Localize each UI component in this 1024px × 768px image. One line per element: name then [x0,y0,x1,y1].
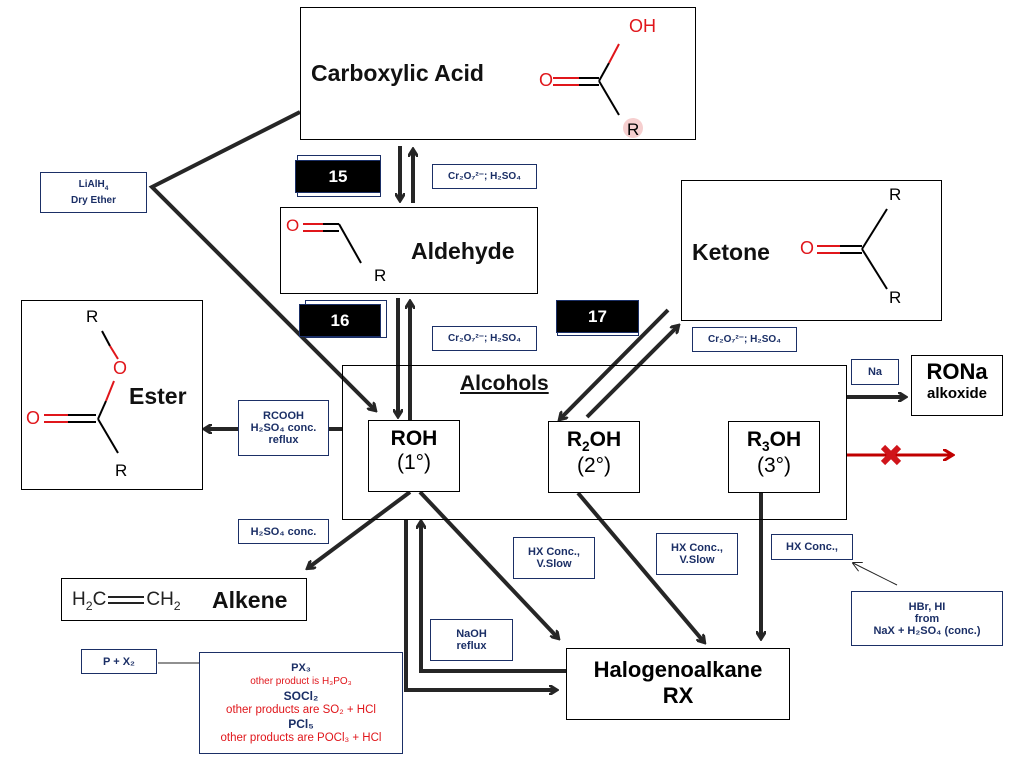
hx-slow-2-line1: HX Conc., [671,542,723,554]
cross-icon [880,444,902,466]
lialh4-line2: Dry Ether [70,194,116,206]
halogenoalkane-label: Halogenoalkane [593,657,763,682]
hx-slow-2-line2: V.Slow [679,554,715,566]
acid-r: R [627,120,640,139]
condition-oxidation-3: Cr₂O₇²⁻; H₂SO₄ [692,327,797,352]
ester-r1: R [86,307,99,326]
alkoxide-box: RONa alkoxide [911,355,1003,416]
ketone-box: Ketone O R R [681,180,942,321]
alcohols-label: Alcohols [460,372,549,395]
ester-structure [44,330,119,454]
condition-lialh4: LiAlH4 Dry Ether [40,172,147,213]
condition-oxidation-2: Cr₂O₇²⁻; H₂SO₄ [432,326,537,351]
reagent-px3-note: other product is H₃PO₃ [250,676,352,687]
hbr-hi-line1: HBr, HI [908,600,946,613]
ester-o2: O [26,408,41,428]
aldehyde-box: O R Aldehyde [280,207,538,294]
alkoxide-label: alkoxide [926,385,988,402]
naoh-line1: NaOH [456,628,487,640]
badge-16: 16 [299,304,381,337]
alcohols-box: Alcohols [342,365,847,520]
dehydration-text: H₂SO₄ conc. [250,525,317,538]
esterification-line1: RCOOH [263,410,304,422]
acid-oh: OH [629,16,656,36]
acid-o: O [539,70,554,90]
condition-hx-slow-1: HX Conc., V.Slow [513,537,595,579]
condition-oxidation-1: Cr₂O₇²⁻; H₂SO₄ [432,164,537,189]
aldehyde-o: O [286,216,300,235]
condition-hx-conc: HX Conc., [771,534,853,560]
na-text: Na [867,366,883,378]
tertiary-alcohol-formula: R3OH [746,428,802,455]
ketone-r2: R [889,288,902,307]
lialh4-line1: LiAlH4 [78,178,109,192]
carboxylic-acid-box: Carboxylic Acid OH O R [300,7,696,140]
ester-box: R O O R Ester [21,300,203,490]
alkoxide-formula: RONa [926,359,988,384]
hbr-hi-line3: NaX + H₂SO₄ (conc.) [873,624,981,637]
aldehyde-label: Aldehyde [411,238,515,264]
tertiary-alcohol-degree: (3°) [756,454,792,478]
ketone-label: Ketone [692,239,770,265]
condition-oxidation-3-text: Cr₂O₇²⁻; H₂SO₄ [708,333,781,345]
p-x2-text: P + X₂ [103,655,135,668]
halogenoalkane-box: Halogenoalkane RX [566,648,790,720]
tertiary-alcohol-box: R3OH (3°) [728,421,820,493]
primary-alcohol-degree: (1°) [396,451,432,474]
hx-slow-1-line1: HX Conc., [528,546,580,558]
primary-alcohol-formula: ROH [390,427,438,450]
esterification-line2: H₂SO₄ conc. [250,422,317,434]
condition-naoh: NaOH reflux [430,619,513,661]
carboxylic-acid-structure [553,43,643,138]
ketone-structure [817,208,888,290]
badge-17: 17 [556,300,639,333]
hx-slow-1-line2: V.Slow [536,558,572,570]
ketone-r1: R [889,185,902,204]
aldehyde-r: R [374,266,387,285]
ester-label: Ester [129,383,187,409]
hx-conc-text: HX Conc., [786,541,838,553]
condition-hbr-hi: HBr, HI from NaX + H₂SO₄ (conc.) [851,591,1003,646]
ester-o1: O [113,358,128,378]
reagent-socl2: SOCl₂ [283,689,319,703]
reagent-pcl5: PCl₅ [288,717,314,731]
ester-r2: R [115,461,128,480]
condition-p-x2: P + X₂ [81,649,157,674]
condition-oxidation-2-text: Cr₂O₇²⁻; H₂SO₄ [448,332,521,344]
secondary-alcohol-degree: (2°) [576,454,612,478]
halogenoalkane-formula: RX [662,683,694,708]
reagent-socl2-note: other products are SO₂ + HCl [226,704,376,716]
reagent-pcl5-note: other products are POCl₃ + HCl [220,732,382,744]
reagents-list: PX₃ other product is H₃PO₃ SOCl₂ other p… [199,652,403,754]
esterification-line3: reflux [268,434,299,446]
arrow-hbr-to-hxconc [853,563,898,586]
alkene-label: Alkene [212,587,288,613]
badge-15: 15 [295,160,381,193]
hbr-hi-line2: from [914,612,940,625]
condition-oxidation-1-text: Cr₂O₇²⁻; H₂SO₄ [448,170,521,182]
primary-alcohol-box: ROH (1°) [368,420,460,492]
condition-esterification: RCOOH H₂SO₄ conc. reflux [238,400,329,456]
reagent-px3: PX₃ [291,662,311,674]
secondary-alcohol-formula: R2OH [566,428,622,455]
secondary-alcohol-box: R2OH (2°) [548,421,640,493]
condition-hx-slow-2: HX Conc., V.Slow [656,533,738,575]
condition-dehydration: H₂SO₄ conc. [238,519,329,544]
naoh-line2: reflux [456,640,487,652]
carboxylic-acid-label: Carboxylic Acid [311,60,484,86]
aldehyde-structure [303,223,362,264]
condition-na: Na [851,359,899,385]
ketone-o: O [800,238,815,258]
